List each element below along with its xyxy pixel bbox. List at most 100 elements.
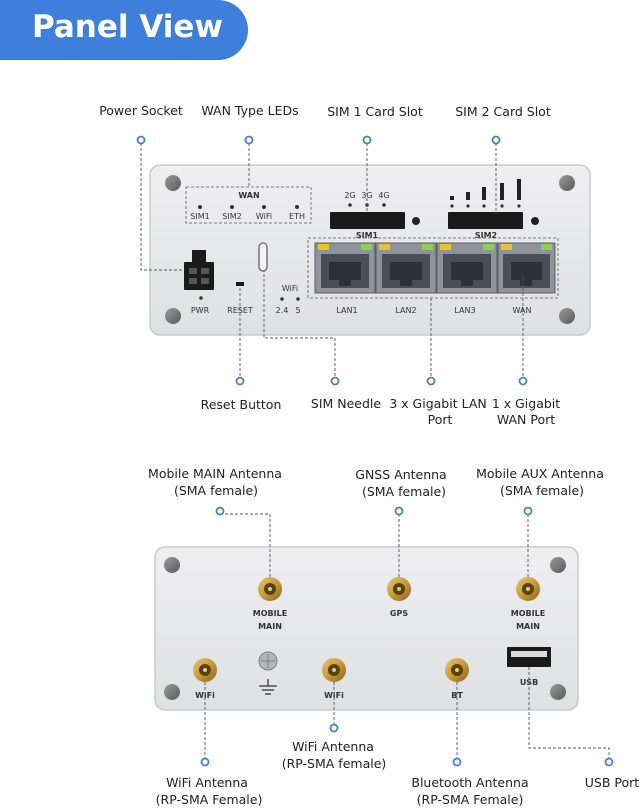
callout-dot-icon: [136, 135, 146, 145]
mobile-main-callout-line1: Mobile MAIN Antenna: [148, 466, 282, 481]
power-socket-callout: Power Socket: [99, 103, 183, 118]
back-panel: MOBILE MAIN GPS MOBILE MAIN WiFi WiFi BT…: [154, 546, 579, 711]
back-leader-lines: [204, 513, 610, 758]
mobile-aux-antenna-connector: [516, 577, 540, 601]
lan1-label: LAN1: [336, 306, 357, 315]
wifi-left-label: WiFi: [195, 691, 215, 700]
wan-port-callout-line2: WAN Port: [497, 412, 555, 427]
bluetooth-antenna-connector: [445, 658, 469, 682]
led-icon: [348, 203, 352, 207]
screw-icon: [164, 557, 180, 573]
wan-port: [497, 242, 556, 294]
lan-ports-callout-line1: 3 x Gigabit LAN: [389, 396, 487, 411]
lan2-label: LAN2: [395, 306, 416, 315]
sim-needle-callout: SIM Needle: [311, 396, 382, 411]
back-callout-markers: [200, 506, 614, 767]
callout-dot-icon: [362, 135, 372, 145]
lan3-label: LAN3: [454, 306, 475, 315]
mobile-aux-label-2: MAIN: [516, 622, 540, 631]
band-24-label: 2.4: [276, 306, 289, 315]
mobile-aux-callout-line1: Mobile AUX Antenna: [476, 466, 604, 481]
bluetooth-callout-line1: Bluetooth Antenna: [411, 775, 528, 790]
front-leader-lines: [140, 143, 524, 376]
mobile-main-label-1: MOBILE: [253, 609, 287, 618]
mobile-main-antenna-connector: [258, 577, 282, 601]
wifi-center-callout-line2: (RP-SMA female): [282, 756, 387, 771]
net-4g-label: 4G: [378, 191, 389, 200]
callout-dot-icon: [394, 506, 404, 516]
screw-icon: [550, 684, 566, 700]
mobile-main-callout-line2: (SMA female): [174, 483, 258, 498]
sim1-led-label: SIM1: [190, 212, 209, 221]
sim-needle: [258, 242, 268, 272]
callout-dot-icon: [604, 757, 614, 767]
wan-port-callout-line1: 1 x Gigabit: [492, 396, 560, 411]
callout-dot-icon: [491, 135, 501, 145]
front-callout-markers: [136, 135, 528, 386]
screw-icon: [164, 684, 180, 700]
wan-led-group-box: [185, 186, 312, 224]
back-panel-body: [154, 546, 579, 711]
led-icon: [198, 205, 202, 209]
callout-dot-icon: [523, 506, 533, 516]
sim1-eject-hole-icon: [412, 217, 420, 225]
led-icon: [382, 203, 386, 207]
ground-symbol-icon: [259, 679, 277, 695]
wifi-center-label: WiFi: [324, 691, 344, 700]
lan1-port: [314, 242, 376, 294]
callout-dot-icon: [452, 757, 462, 767]
reset-button: [236, 282, 244, 286]
screw-icon: [165, 175, 181, 191]
sim2-slot-label: SIM2: [475, 231, 497, 240]
front-panel: WAN SIM1 SIM2 WiFi ETH 2G 3G 4G: [149, 164, 591, 336]
callout-dot-icon: [244, 135, 254, 145]
screw-icon: [559, 308, 575, 324]
led-icon: [230, 205, 234, 209]
gnss-callout-line1: GNSS Antenna: [355, 467, 446, 482]
signal-strength-icon: [450, 179, 521, 208]
callout-dot-icon: [215, 506, 225, 516]
bluetooth-callout-line2: (RP-SMA Female): [417, 792, 524, 807]
led-icon: [295, 205, 299, 209]
wifi-left-antenna-connector: [193, 658, 217, 682]
led-icon: [296, 297, 300, 301]
callout-dot-icon: [518, 376, 528, 386]
reset-button-callout: Reset Button: [201, 397, 282, 412]
wan-port-label: WAN: [513, 306, 532, 315]
usb-port-callout: USB Port: [585, 775, 640, 790]
wan-type-leds-callout: WAN Type LEDs: [201, 103, 298, 118]
lan3-port: [436, 242, 498, 294]
net-2g-label: 2G: [344, 191, 355, 200]
wifi-left-callout-line2: (RP-SMA Female): [156, 792, 263, 807]
callout-dot-icon: [200, 757, 210, 767]
callout-dot-icon: [235, 376, 245, 386]
sim2-card-slot: [448, 212, 523, 229]
gnss-callout-line2: (SMA female): [362, 484, 446, 499]
callout-dot-icon: [330, 376, 340, 386]
eth-led-label: ETH: [289, 212, 305, 221]
sim2-led-label: SIM2: [222, 212, 241, 221]
pwr-label: PWR: [191, 306, 210, 315]
lan-ports-callout-line2: Port: [428, 412, 453, 427]
band-5-label: 5: [295, 306, 300, 315]
ethernet-ports-box: [307, 237, 559, 299]
wifi-center-antenna-connector: [322, 658, 346, 682]
power-socket: [184, 262, 214, 290]
wifi-left-callout-line1: WiFi Antenna: [166, 775, 248, 790]
usb-port: [507, 647, 551, 667]
sim1-slot-callout: SIM 1 Card Slot: [327, 104, 423, 119]
led-icon: [199, 296, 203, 300]
panel-view-banner: Panel View: [0, 0, 248, 60]
screw-icon: [559, 175, 575, 191]
wifi-center-callout-line1: WiFi Antenna: [292, 739, 374, 754]
page-title: Panel View: [32, 9, 224, 45]
sim1-card-slot: [330, 212, 405, 229]
wifi-band-heading: WiFi: [282, 284, 298, 293]
lan2-port: [375, 242, 437, 294]
mobile-main-label-2: MAIN: [258, 622, 282, 631]
mobile-aux-callout-line2: (SMA female): [500, 483, 584, 498]
screw-icon: [165, 308, 181, 324]
gps-label: GPS: [390, 609, 408, 618]
gps-antenna-connector: [387, 577, 411, 601]
